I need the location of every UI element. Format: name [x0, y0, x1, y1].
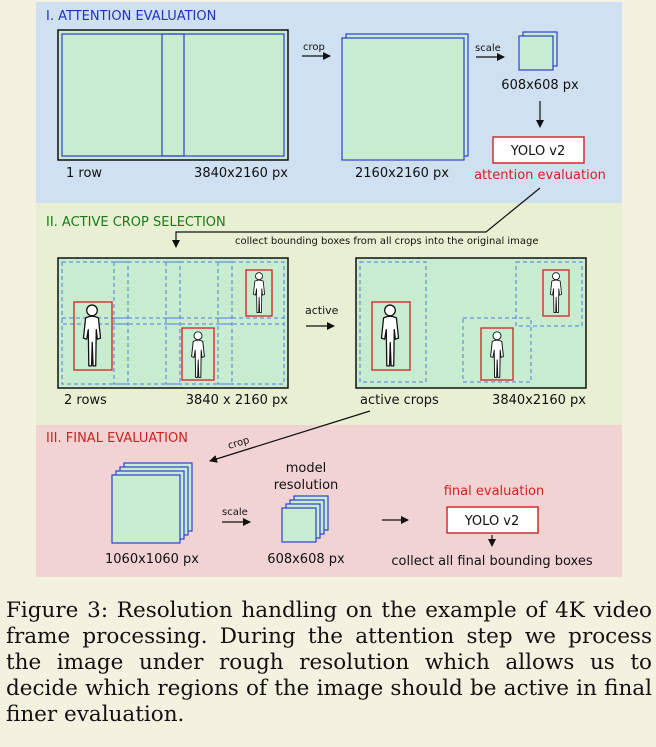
- yolo-label-2: YOLO v2: [464, 514, 520, 529]
- yolo-box-2: [446, 506, 539, 534]
- detection-box-a: [73, 301, 113, 371]
- crop-overlap-strip: [161, 33, 185, 157]
- yolo-box-1: [492, 136, 585, 164]
- collect-final-label: collect all final bounding boxes: [391, 554, 592, 569]
- model-label-line2: resolution: [274, 478, 339, 493]
- detection-box-b: [181, 327, 215, 381]
- right-size-label: 3840x2160 px: [492, 393, 586, 408]
- row-label: 1 row: [66, 166, 102, 181]
- active-crops-label: active crops: [360, 393, 439, 408]
- scaled-size-label: 608x608 px: [501, 78, 579, 93]
- crop-front: [341, 37, 465, 161]
- small-crop-size-label: 608x608 px: [267, 552, 345, 567]
- active-label: active: [305, 304, 339, 317]
- final-eval-label: final evaluation: [444, 484, 545, 499]
- scale-label: scale: [475, 43, 501, 54]
- active-crops: [359, 261, 583, 383]
- diagram: I. ATTENTION EVALUATION crop scale 608x6…: [36, 2, 622, 577]
- crop-size-label: 2160x2160 px: [355, 166, 449, 181]
- crop-stack-large: [111, 462, 193, 544]
- collect-arrow: [172, 187, 541, 248]
- attention-eval-label: attention evaluation: [474, 168, 606, 183]
- scaled-crop-front: [518, 35, 554, 71]
- large-crop-size-label: 1060x1060 px: [105, 552, 199, 567]
- figure-caption: Figure 3: Resolution handling on the exa…: [6, 598, 652, 727]
- full-size-label: 3840x2160 px: [194, 166, 288, 181]
- full-frame-image: [57, 29, 289, 161]
- crop-stack-small: [281, 495, 329, 543]
- section-3-title: III. FINAL EVALUATION: [46, 431, 188, 446]
- crop-label: crop: [303, 42, 325, 53]
- scale-label-2: scale: [222, 507, 248, 518]
- crop-arrow-2: [209, 410, 371, 463]
- collect-note: collect bounding boxes from all crops in…: [235, 236, 539, 247]
- section-2-title: II. ACTIVE CROP SELECTION: [46, 215, 226, 230]
- active-box-a: [371, 301, 411, 371]
- active-box-c: [542, 269, 570, 317]
- active-box-b: [480, 327, 514, 381]
- yolo-label-1: YOLO v2: [510, 144, 566, 159]
- model-label-line1: model: [286, 461, 326, 476]
- section-1-title: I. ATTENTION EVALUATION: [46, 9, 216, 24]
- detection-box-c: [245, 269, 273, 317]
- rows-label: 2 rows: [64, 393, 107, 408]
- left-size-label: 3840 x 2160 px: [186, 393, 289, 408]
